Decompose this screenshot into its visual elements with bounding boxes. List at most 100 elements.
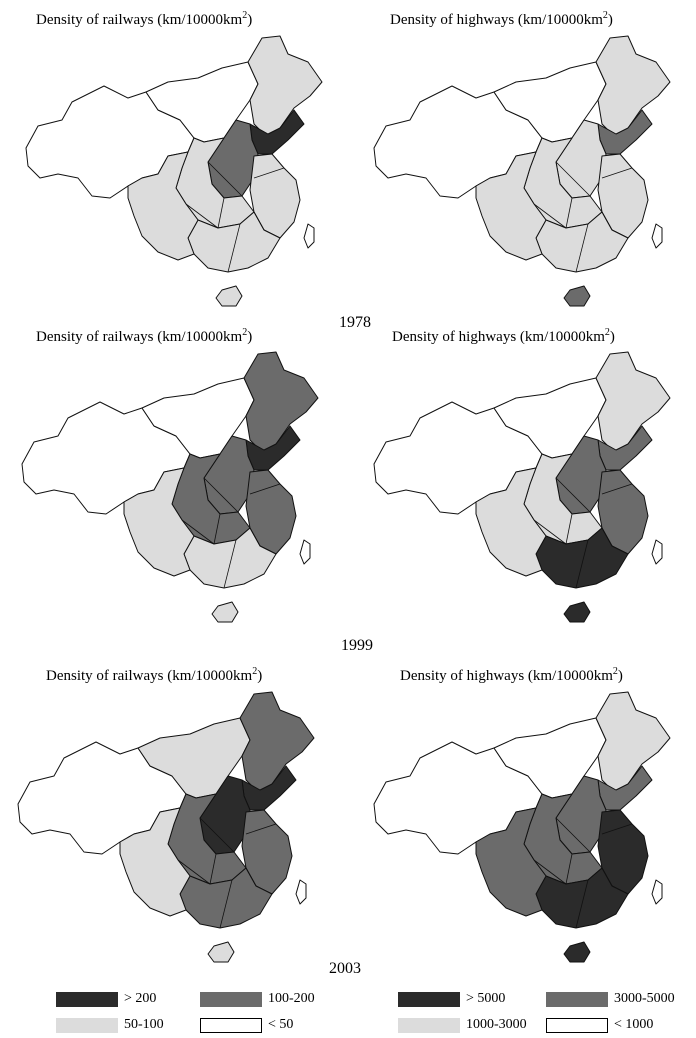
region-southwest [475,807,547,917]
title-rail-1978: Density of railways (km/10000km2) [36,10,253,28]
legend-swatch [398,1017,460,1033]
province-border [555,161,591,197]
region-hainan [211,601,239,623]
region-taiwan [299,539,311,565]
province-border [181,519,215,545]
region-hainan [207,941,235,963]
province-border [575,879,589,929]
china-map-svg [25,35,323,307]
title-rail-1999: Density of railways (km/10000km2) [36,327,253,345]
province-border [253,167,285,179]
map-rail-1999 [14,344,344,634]
province-border [533,203,567,229]
legend-rail-item-3: 50-100 [56,1017,164,1033]
province-border [203,477,239,513]
year-label-1978: 1978 [339,314,371,331]
legend-swatch [56,1017,118,1033]
map-hwy-1999 [366,344,696,634]
province-border [207,161,243,197]
region-hainan [563,941,591,963]
china-map-svg [21,351,319,623]
map-rail-1978 [18,28,348,308]
region-north [493,61,607,143]
region-north [137,717,251,799]
region-ne [595,35,671,139]
province-border [217,197,225,229]
region-southwest [127,151,199,261]
region-north [493,377,607,459]
map-rail-2003 [10,684,340,974]
province-border [245,823,277,835]
province-border [199,817,235,853]
province-border [575,223,589,273]
legend-rail-item-2: 100-200 [200,991,315,1007]
region-taiwan [651,223,663,249]
title-hwy-1999: Density of highways (km/10000km2) [392,327,615,345]
province-border [227,223,241,273]
legend-hwy-item-4: < 1000 [546,1017,653,1033]
province-border [219,879,233,929]
legend-hwy-item-3: 1000-3000 [398,1017,527,1033]
province-border [185,203,219,229]
region-hainan [215,285,243,307]
title-rail-2003: Density of railways (km/10000km2) [46,666,263,684]
province-border [533,519,567,545]
region-north [141,377,255,459]
legend-swatch [546,1017,608,1033]
map-hwy-1978 [366,28,696,308]
legend-swatch [398,991,460,1007]
legend-hwy-item-2: 3000-5000 [546,991,675,1007]
legend-swatch [200,991,262,1007]
region-southwest [119,807,191,917]
province-border [601,527,613,547]
region-taiwan [651,879,663,905]
province-border [177,859,211,885]
region-southwest [475,151,547,261]
province-border [533,859,567,885]
province-border [575,539,589,589]
year-label-2003: 2003 [329,960,361,977]
province-border [213,513,221,545]
region-hainan [563,601,591,623]
china-map-svg [17,691,315,963]
legend-rail-item-1: > 200 [56,991,156,1007]
china-map-svg [373,35,671,307]
province-border [601,483,633,495]
region-ne [239,691,315,795]
legend-swatch [200,1017,262,1033]
region-hainan [563,285,591,307]
region-taiwan [651,539,663,565]
province-border [223,539,237,589]
region-north [493,717,607,799]
region-ne [247,35,323,139]
year-label-1999: 1999 [341,637,373,654]
province-border [601,211,613,231]
province-border [565,853,573,885]
region-north [145,61,259,143]
province-border [555,477,591,513]
legend-hwy-item-1: > 5000 [398,991,505,1007]
province-border [249,527,261,547]
province-border [601,867,613,887]
china-map-svg [373,691,671,963]
title-hwy-2003: Density of highways (km/10000km2) [400,666,623,684]
legend-swatch [546,991,608,1007]
title-hwy-1978: Density of highways (km/10000km2) [390,10,613,28]
province-border [555,817,591,853]
china-map-svg [373,351,671,623]
province-border [249,483,281,495]
region-taiwan [303,223,315,249]
province-border [209,853,217,885]
province-border [253,211,265,231]
map-hwy-2003 [366,684,696,974]
province-border [245,867,257,887]
region-ne [595,691,671,795]
region-ne [243,351,319,455]
province-border [565,197,573,229]
region-southwest [475,467,547,577]
province-border [565,513,573,545]
legend-rail-item-4: < 50 [200,1017,293,1033]
region-taiwan [295,879,307,905]
province-border [601,167,633,179]
province-border [601,823,633,835]
